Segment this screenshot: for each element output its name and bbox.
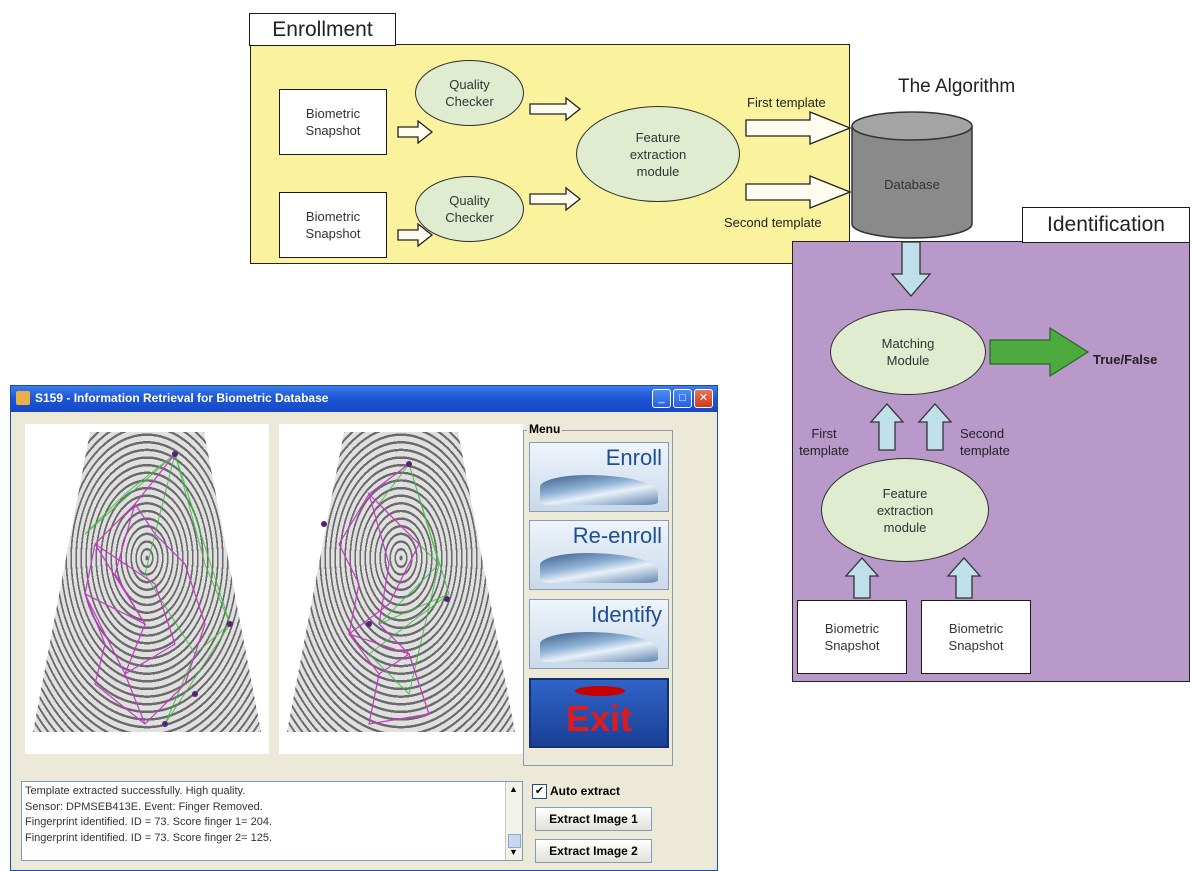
menu-group [523,430,673,766]
scroll-down-icon[interactable]: ▼ [509,847,518,857]
log-line: Template extracted successfully. High qu… [25,785,246,797]
quality-checker-1-label: Quality Checker [445,77,494,109]
second-template-label: Second template [724,215,822,230]
re-enroll-button[interactable]: Re-enroll [529,520,669,590]
identification-title: Identification [1047,213,1165,236]
id-first-template-label: First template [799,426,849,458]
menu-label: Menu [527,422,563,436]
enrollment-title: Enrollment [272,17,373,41]
minutiae-graph-2 [321,461,450,725]
arrow-quality2-feature [529,186,582,212]
feature-extraction-enroll-label: Feature extraction module [629,129,687,179]
enroll-button[interactable]: Enroll [529,442,669,512]
id-biometric-snapshot-2: Biometric Snapshot [921,600,1031,674]
quality-checker-2-label: Quality Checker [445,193,494,225]
arrow-second-template [745,175,852,209]
quality-checker-1: Quality Checker [415,60,524,126]
minimize-icon[interactable]: _ [652,389,671,408]
snapshot-1-label: Biometric Snapshot [305,106,361,138]
snapshot-2-label: Biometric Snapshot [305,209,361,241]
identify-button[interactable]: Identify [529,599,669,669]
exit-label: Exit [565,698,633,739]
biometric-snapshot-2: Biometric Snapshot [279,192,387,258]
arrow-first-template-up [869,403,905,451]
book-icon [540,475,658,505]
feature-extraction-identify-label: Feature extraction module [876,485,934,535]
id-second-template-label: Second template [960,426,1010,458]
id-snapshot-1-label: Biometric Snapshot [824,621,880,653]
biometric-snapshot-1: Biometric Snapshot [279,89,387,155]
database-icon [851,111,973,239]
re-enroll-label: Re-enroll [572,523,662,548]
auto-extract-checkbox[interactable]: ✔ [532,784,547,799]
arrow-quality1-feature [529,96,582,122]
close-icon[interactable]: ✕ [694,389,713,408]
book-icon [540,632,658,662]
maximize-icon[interactable]: □ [673,389,692,408]
book-icon [540,553,658,583]
feature-extraction-identify: Feature extraction module [821,458,989,562]
first-template-label: First template [747,95,826,110]
log-lines: Template extracted successfully. High qu… [25,784,272,846]
id-snapshot-2-label: Biometric Snapshot [948,621,1004,653]
arrow-first-template [745,111,852,145]
arrow-second-template-up [917,403,953,451]
exit-button[interactable]: Exit [529,678,669,748]
auto-extract-label: Auto extract [550,784,621,798]
arrow-snapshot2-quality2 [397,222,434,248]
log-scrollbar[interactable]: ▲ ▼ [505,782,522,860]
database-label: Database [884,177,940,192]
result-label: True/False [1093,352,1158,367]
arrow-result [989,326,1090,378]
identification-arrows [844,241,1090,599]
identification-label: Identification [1022,207,1190,243]
algorithm-title: The Algorithm [898,76,1016,97]
app-window: S159 - Information Retrieval for Biometr… [10,385,718,871]
enrollment-arrows [397,96,852,248]
window-title: S159 - Information Retrieval for Biometr… [35,391,329,405]
log-line: Sensor: DPMSEB413E. Event: Finger Remove… [25,800,263,813]
arrow-db-matching [890,241,932,297]
scroll-thumb[interactable] [508,834,521,848]
minutiae-graph-1 [83,451,233,727]
fingerprint-panel-2 [279,424,523,754]
quality-checker-2: Quality Checker [415,176,524,242]
enrollment-label: Enrollment [249,13,396,46]
feature-extraction-enroll: Feature extraction module [576,106,740,202]
arrow-snapshot1-feature [844,557,880,599]
title-bar: S159 - Information Retrieval for Biometr… [11,386,717,412]
log-area[interactable]: Template extracted successfully. High qu… [21,781,523,861]
id-biometric-snapshot-1: Biometric Snapshot [797,600,907,674]
identify-label: Identify [591,602,662,627]
arrow-snapshot2-feature [946,557,982,599]
matching-module: Matching Module [830,309,986,395]
exit-red-light-icon [575,686,625,696]
log-line: Fingerprint identified. ID = 73. Score f… [25,816,273,828]
matching-module-label: Matching Module [881,336,935,368]
extract-image-2-button[interactable]: Extract Image 2 [535,839,652,863]
fingerprint-panel-1 [25,424,269,754]
log-line: Fingerprint identified. ID = 73. Score f… [25,831,273,844]
scroll-up-icon[interactable]: ▲ [509,784,518,794]
extract-image-1-button[interactable]: Extract Image 1 [535,807,652,831]
arrow-snapshot1-quality1 [397,119,434,145]
enroll-label: Enroll [605,445,662,470]
java-app-icon [16,391,30,405]
